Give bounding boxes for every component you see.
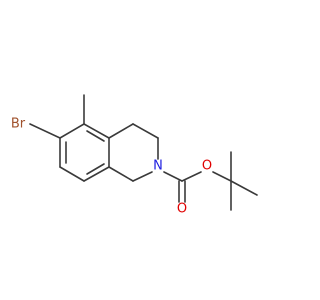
bond-ccarbonyl-oester <box>181 171 202 182</box>
atom-label-o-ester: O <box>202 159 212 174</box>
atom-label-br: Br <box>11 117 26 132</box>
bond-n-ccarbonyl <box>163 171 183 182</box>
bonds <box>29 94 258 211</box>
bond-c4-c3 <box>132 123 159 139</box>
bond-c8a-c8-inner <box>86 163 105 175</box>
bond-c8a-c8 <box>83 166 110 182</box>
bond-oester-cquat <box>212 171 232 182</box>
atom-label-n: N <box>153 159 163 174</box>
bond-c5-c4a-inner <box>86 130 105 142</box>
atom-label-o-carbonyl: O <box>177 202 187 217</box>
structure-canvas: Br N O O <box>11 94 258 217</box>
bond-c6-c5 <box>59 123 85 139</box>
bond-c4a-c4 <box>108 123 134 139</box>
bond-c1-c8a <box>108 166 134 182</box>
bond-c5-c4a <box>83 123 110 139</box>
bond-c8-c7 <box>59 166 85 182</box>
bond-cquat-methyl-right <box>230 180 258 196</box>
bond-c6-br <box>29 123 61 139</box>
molecule-structure: Br N O O <box>11 94 258 217</box>
bond-n-c1 <box>132 171 153 182</box>
atom-labels: Br N O O <box>11 117 212 217</box>
